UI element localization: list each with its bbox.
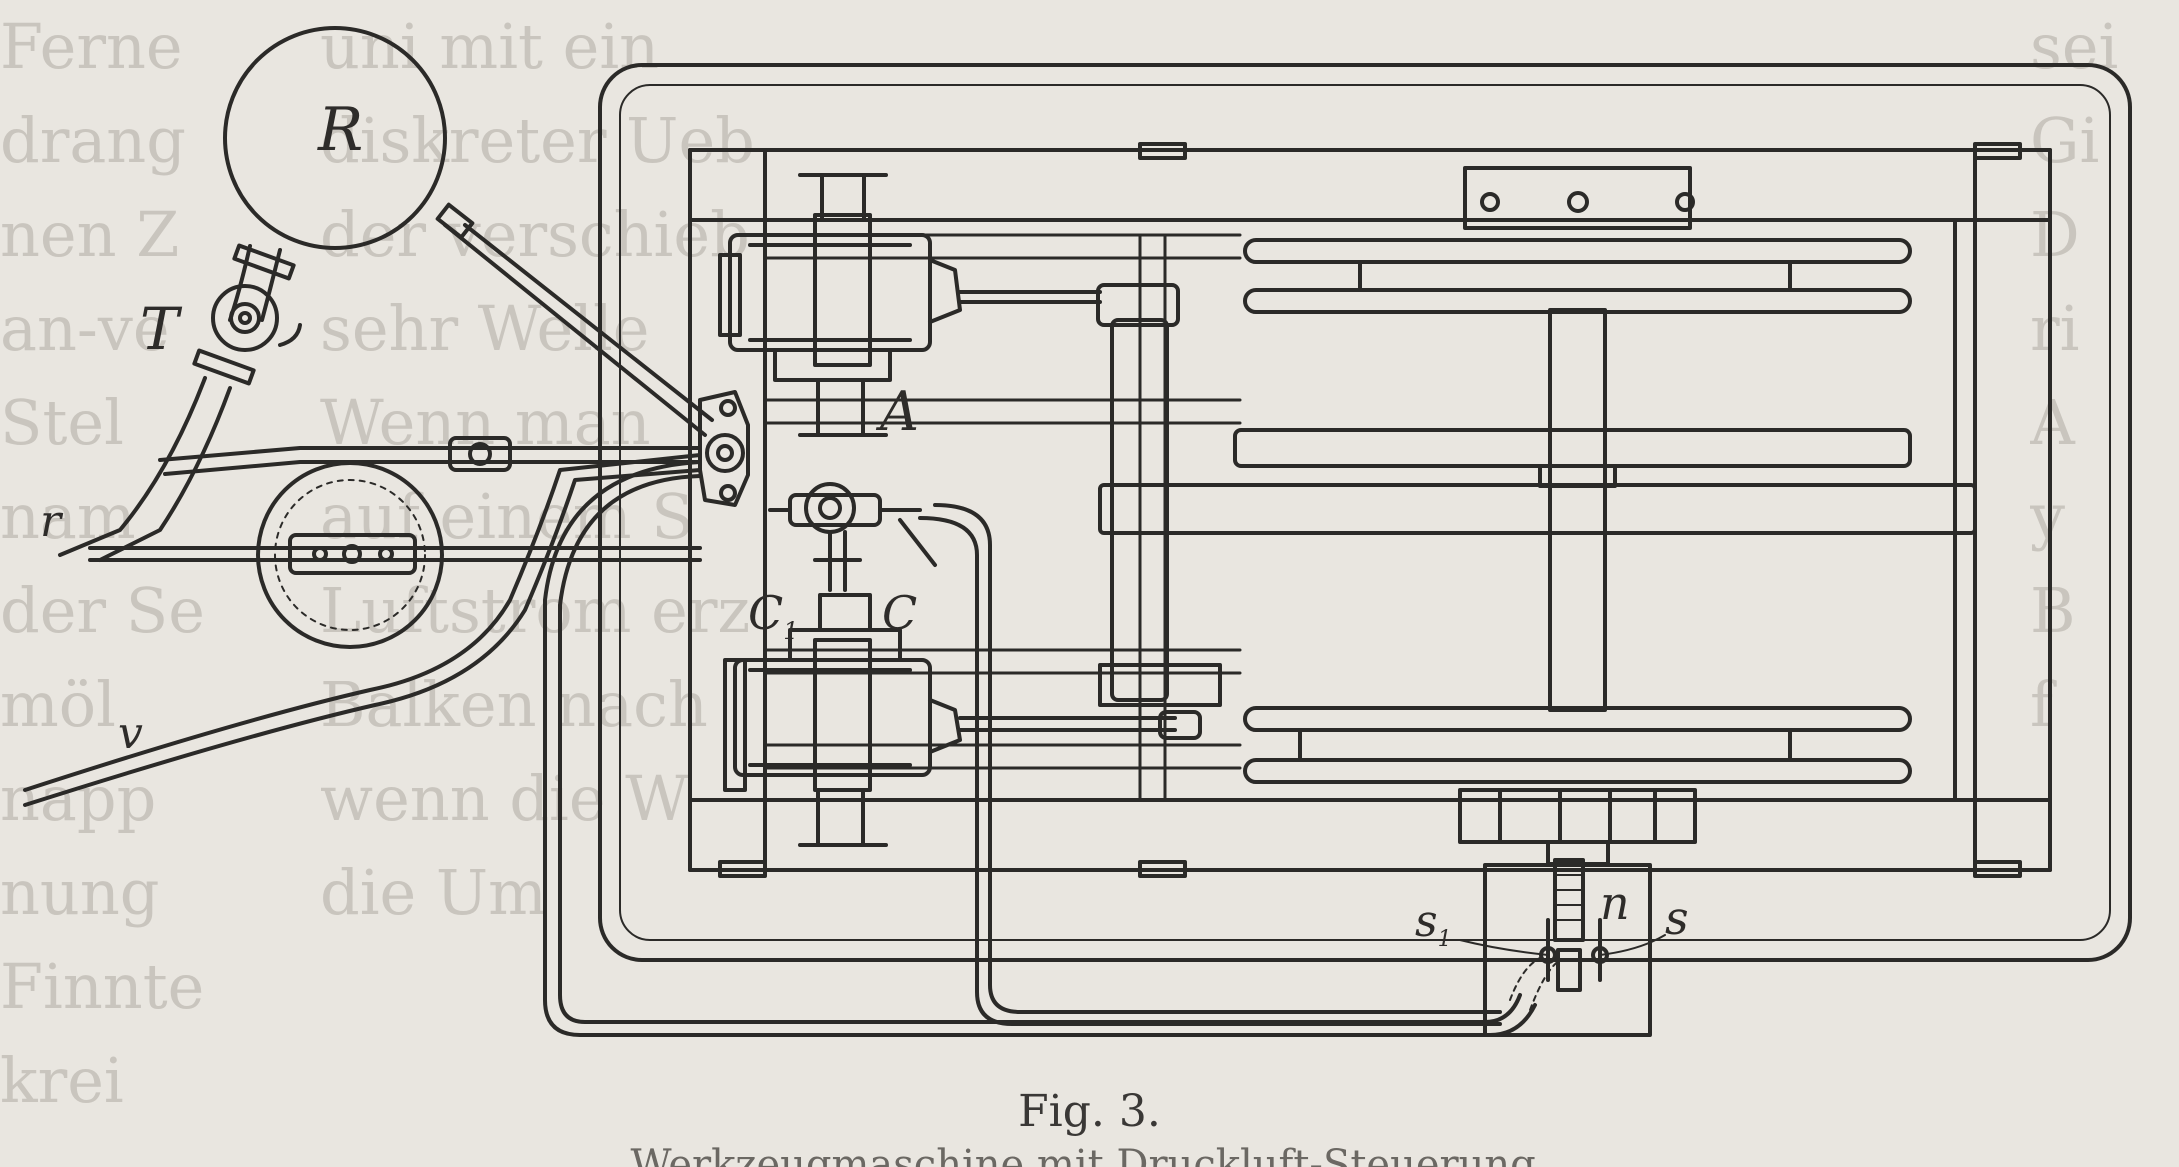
label-valve-c1-sub: 1 (783, 617, 799, 646)
bottom-hub (1458, 788, 1697, 866)
label-valve-c1: C1 (748, 590, 798, 643)
switch-box (1459, 858, 1666, 1037)
label-switch-s1: s1 (1415, 900, 1452, 951)
reservoir-r (223, 26, 447, 250)
label-switch-s: s (1665, 891, 1689, 945)
return-pipe (543, 460, 1537, 1037)
slide-valve-a (698, 390, 750, 507)
figure-caption: Fig. 3. (1018, 1086, 1161, 1137)
bleed-through-middle: uni mit ein diskreter Ueb der verschieb … (320, 10, 755, 929)
bleed-through-right: sei Gi D ri A y B f (2030, 10, 2119, 741)
flywheel (256, 461, 444, 649)
pulley-discs (1098, 238, 1977, 784)
control-valve (768, 482, 937, 592)
lower-cylinder (723, 593, 1202, 847)
cock-t (192, 243, 302, 386)
label-switch-n: n (1600, 876, 1630, 930)
figure-subcaption: Werkzeugmaschine mit Druckluft-Steuerung… (0, 1145, 2179, 1167)
label-pipe-r: r (40, 496, 62, 547)
bleed-through-left: Ferne drang nen Z an-ve Stel nam der Se … (0, 10, 205, 1117)
top-bearing-block (1463, 166, 1695, 230)
label-valve-c: C (882, 586, 918, 640)
pipe-couplings (288, 436, 512, 575)
label-switch-s1-letter: s (1415, 896, 1438, 947)
label-switch-s1-sub: 1 (1437, 926, 1452, 952)
supply-pipes (23, 376, 702, 807)
label-reservoir-r: R (318, 95, 364, 165)
label-pipe-v: v (118, 708, 143, 759)
label-valve-c1-letter: C (748, 586, 784, 640)
main-shaft (1538, 308, 1617, 712)
base-plate (598, 63, 2132, 962)
label-slide-valve-a: A (880, 380, 919, 443)
label-cock-t: T (140, 295, 179, 363)
reservoir-pipe (435, 202, 714, 437)
linkage-rod (1096, 283, 1222, 707)
upper-cylinder (718, 173, 1102, 437)
